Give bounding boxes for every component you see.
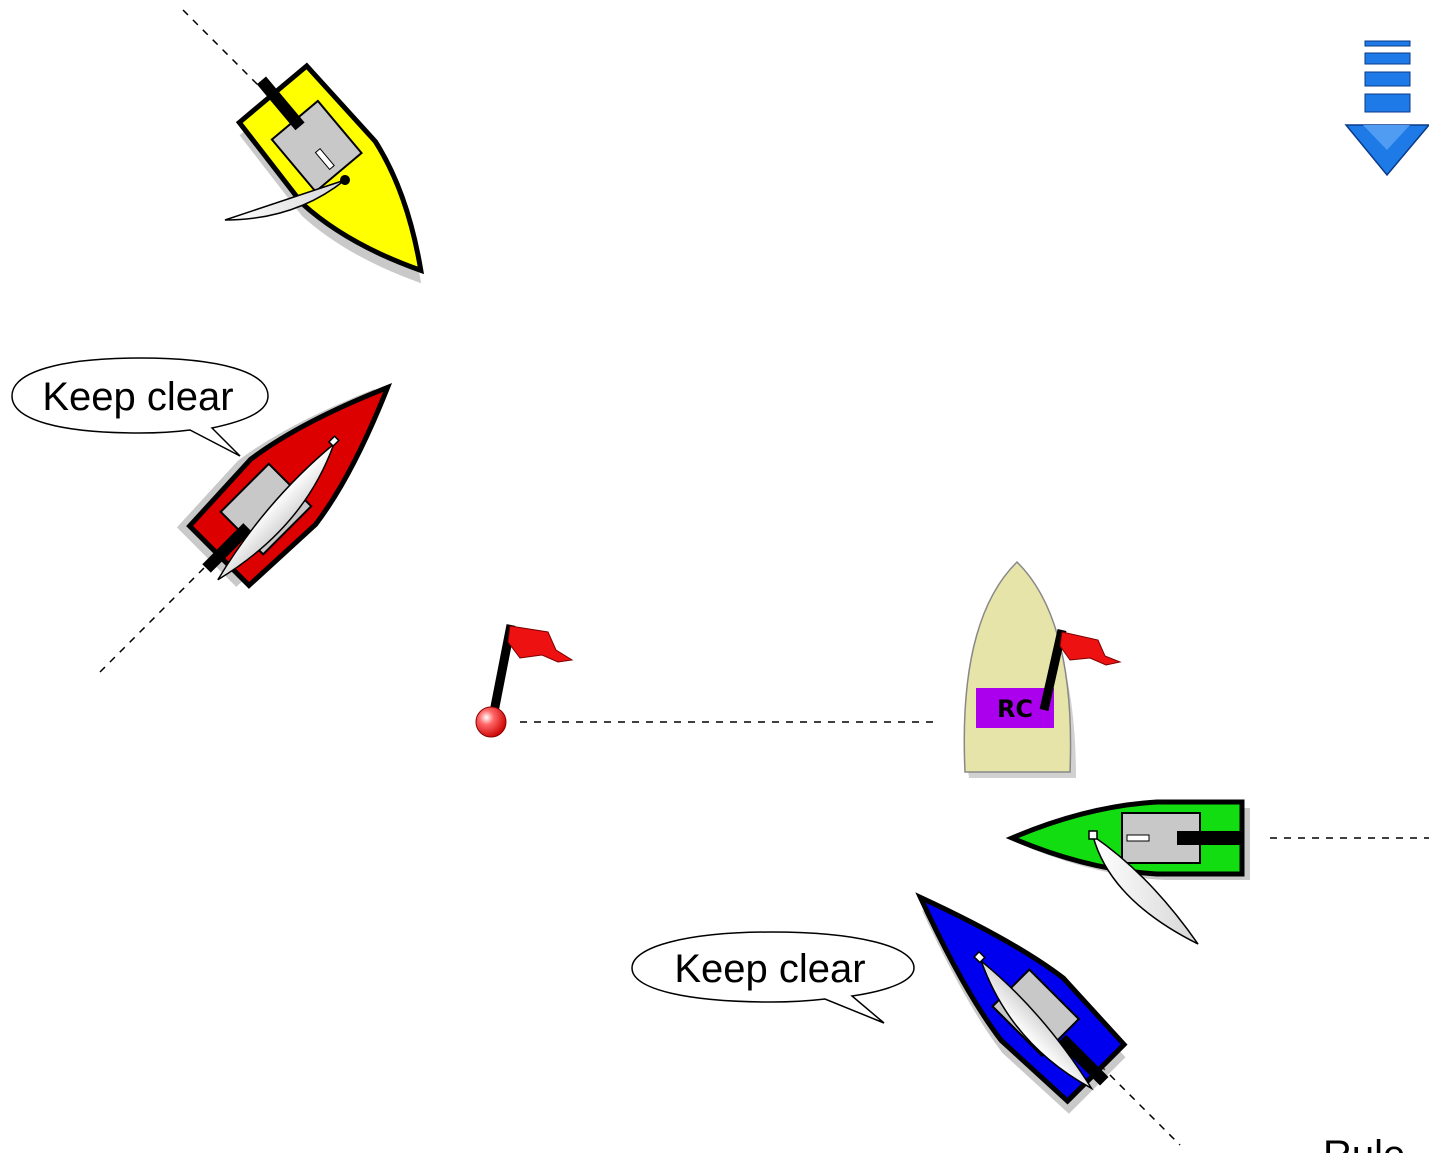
speech-bubble-red: Keep clear bbox=[11, 357, 269, 457]
wind-arrow-icon bbox=[1344, 40, 1429, 177]
sailboat-icon bbox=[224, 62, 425, 284]
speech-bubble-blue: Keep clear bbox=[631, 931, 915, 1024]
committee-boat-icon: RC bbox=[963, 560, 1122, 778]
sailboat-icon bbox=[915, 892, 1128, 1114]
sailboat-icon bbox=[176, 382, 393, 589]
boat-green bbox=[1005, 799, 1250, 945]
boat-yellow bbox=[224, 62, 425, 284]
rc-label: RC bbox=[997, 695, 1033, 723]
course-lines bbox=[99, 9, 1429, 1146]
flag-mark-icon bbox=[475, 624, 574, 738]
blue-course-line bbox=[1099, 1064, 1181, 1146]
yellow-course-line bbox=[182, 9, 269, 96]
red-course-line bbox=[99, 561, 211, 673]
sailboat-icon bbox=[1005, 799, 1250, 880]
boat-blue bbox=[915, 892, 1128, 1114]
speech-bubble-text: Keep clear bbox=[674, 947, 865, 991]
boat-red bbox=[176, 382, 393, 589]
rule-caption: Rule bbox=[1323, 1133, 1405, 1153]
speech-bubble-text: Keep clear bbox=[42, 375, 233, 419]
